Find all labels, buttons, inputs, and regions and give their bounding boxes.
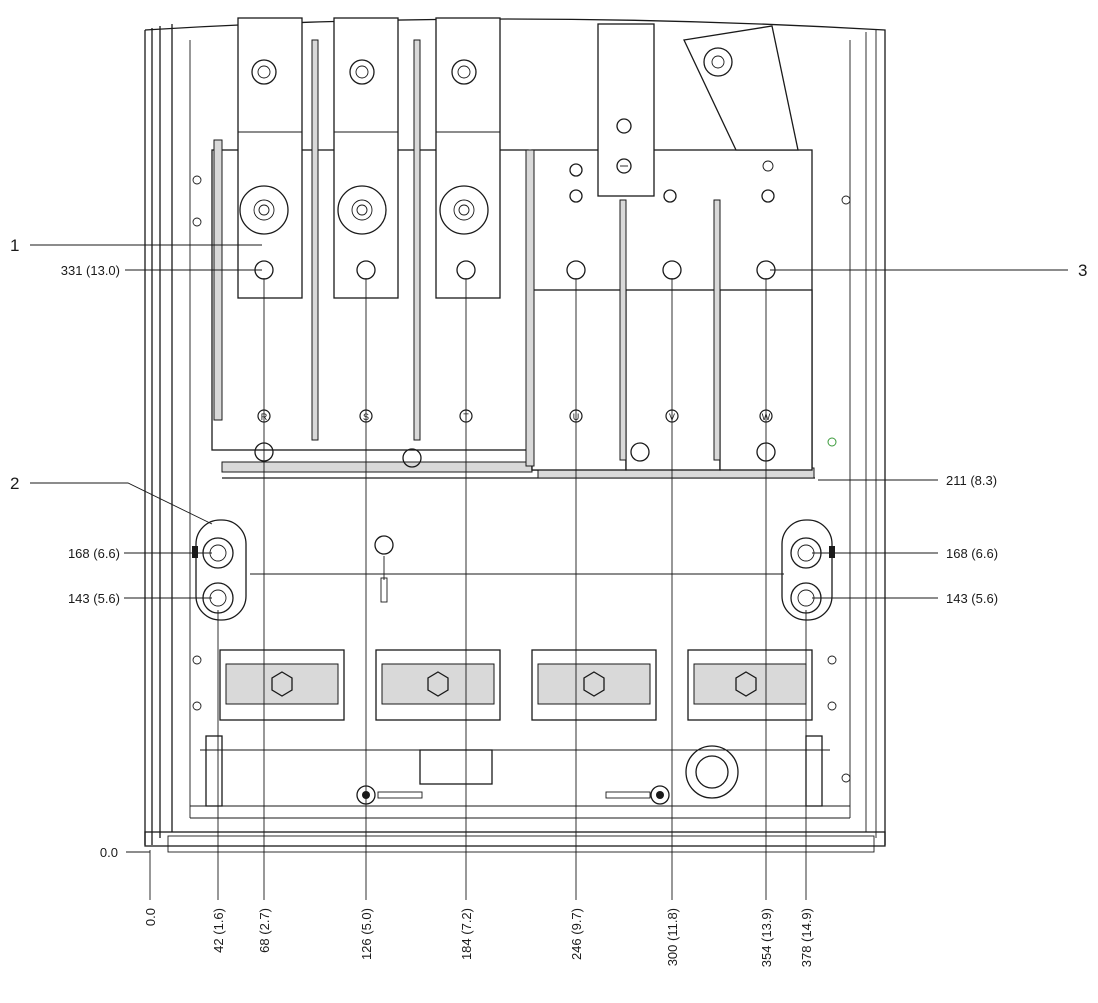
callout-3: 3 — [1078, 261, 1087, 280]
dim-label-x0: 0.0 — [143, 908, 158, 926]
dim-label-x246: 246 (9.7) — [569, 908, 584, 960]
dim-label-x68: 68 (2.7) — [257, 908, 272, 953]
cable-clamps — [219, 649, 813, 721]
input-terminal-block — [211, 17, 815, 479]
dim-label-x42: 42 (1.6) — [211, 908, 226, 953]
dim-label-x354: 354 (13.9) — [759, 908, 774, 967]
dim-label-origin-y: 0.0 — [100, 845, 118, 860]
dim-label-168-left: 168 (6.6) — [68, 546, 120, 561]
dim-label-331: 331 (13.0) — [61, 263, 120, 278]
dim-label-211: 211 (8.3) — [946, 473, 997, 488]
dimension-lines — [30, 244, 1068, 900]
dim-label-x184: 184 (7.2) — [459, 908, 474, 960]
ground-terminals — [192, 519, 835, 621]
callout-1: 1 — [10, 236, 19, 255]
bus-bar-s — [333, 17, 399, 299]
dim-label-143-right: 143 (5.6) — [946, 591, 998, 606]
dim-label-x300: 300 (11.8) — [665, 908, 680, 966]
dim-label-168-right: 168 (6.6) — [946, 546, 998, 561]
callout-2: 2 — [10, 474, 19, 493]
bottom-details — [200, 735, 830, 807]
dim-label-143-left: 143 (5.6) — [68, 591, 120, 606]
dim-label-x126: 126 (5.0) — [359, 908, 374, 960]
dim-label-x378: 378 (14.9) — [799, 908, 814, 967]
enclosure-frame — [144, 18, 886, 853]
bus-bar-r — [237, 17, 303, 299]
bus-bar-t — [435, 17, 501, 299]
bottom-dimension-labels: 0.0 42 (1.6) 68 (2.7) 126 (5.0) 184 (7.2… — [143, 908, 814, 967]
